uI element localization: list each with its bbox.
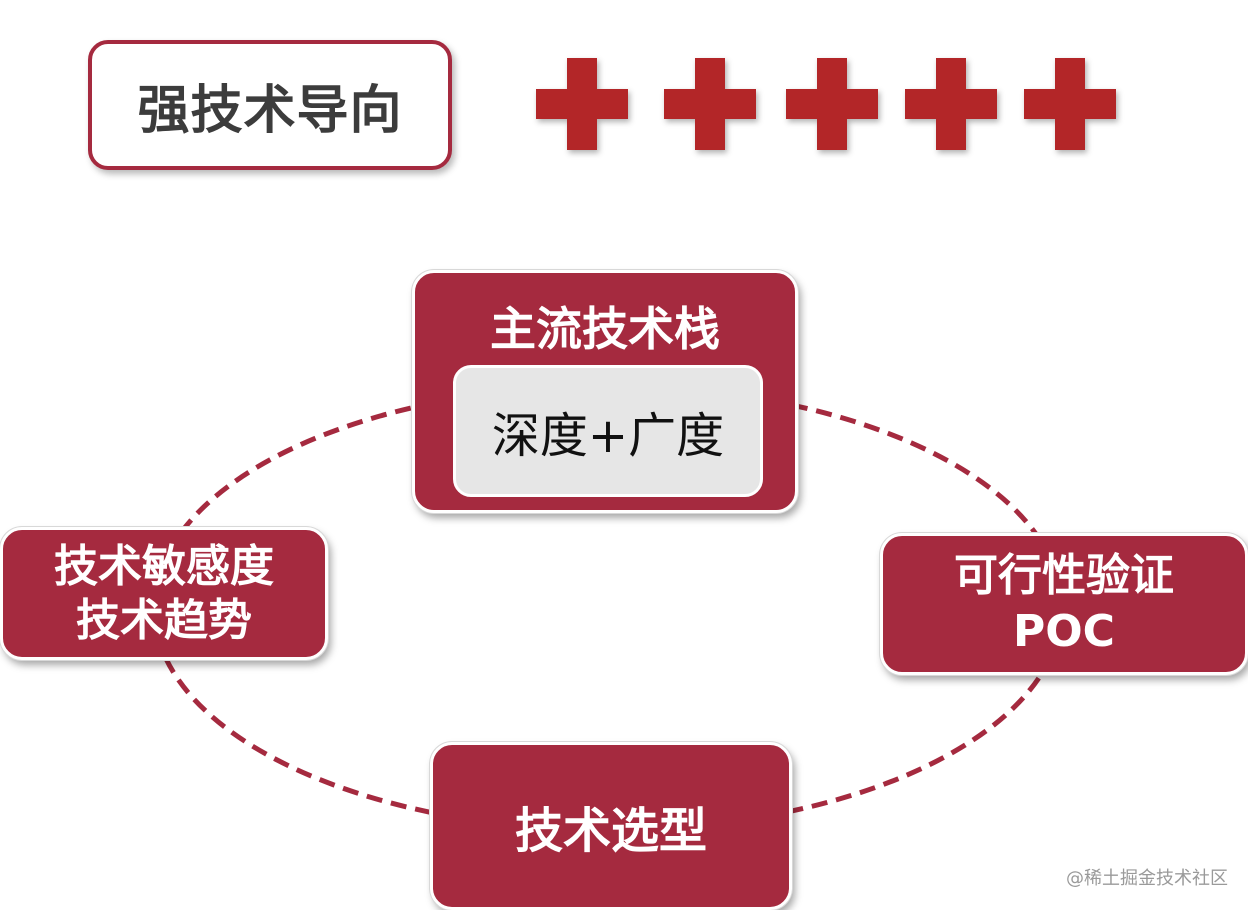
watermark: @稀土掘金技术社区 — [1066, 868, 1228, 889]
node-right-line1: 可行性验证 — [954, 550, 1174, 601]
node-mainstream-tech-stack: 主流技术栈 深度+广度 — [412, 270, 798, 513]
plus-icon — [905, 58, 997, 150]
node-left-line1: 技术敏感度 — [54, 540, 274, 592]
node-top-title: 主流技术栈 — [490, 302, 720, 356]
plus-icon — [664, 58, 756, 150]
node-tech-selection: 技术选型 — [430, 742, 792, 910]
plus-icon — [1024, 58, 1116, 150]
plus-icon — [786, 58, 878, 150]
depth-breadth-text: 深度+广度 — [491, 408, 725, 464]
node-tech-sensitivity: 技术敏感度 技术趋势 — [0, 527, 328, 660]
node-right-line2: POC — [1013, 606, 1115, 657]
title-box: 强技术导向 — [88, 40, 452, 170]
node-feasibility-poc: 可行性验证 POC — [880, 533, 1248, 675]
title-text: 强技术导向 — [137, 80, 403, 141]
node-left-line2: 技术趋势 — [76, 594, 252, 646]
node-bottom-label: 技术选型 — [514, 803, 707, 859]
depth-breadth-box: 深度+广度 — [453, 365, 763, 497]
plus-icon — [536, 58, 628, 150]
